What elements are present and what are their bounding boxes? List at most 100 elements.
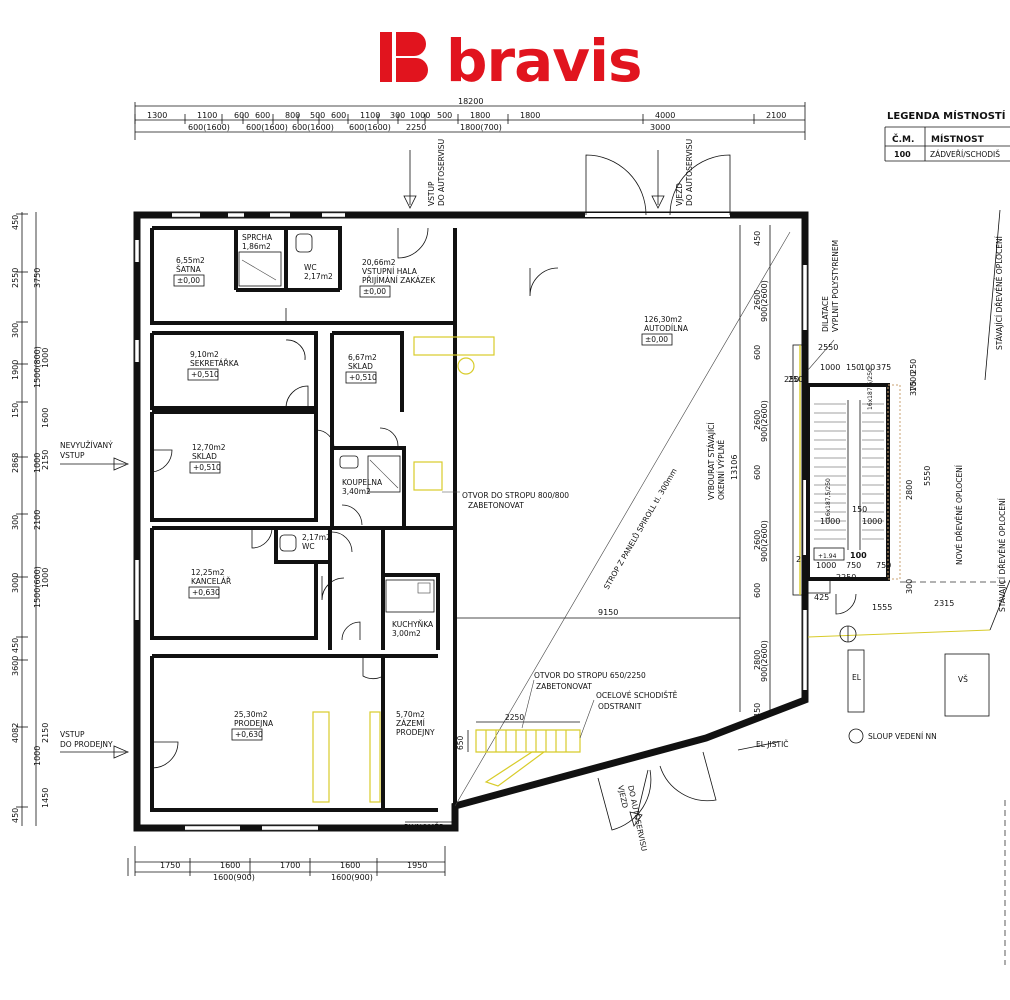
stair-dim-4: 100 [860,363,875,372]
el-box [847,649,865,713]
dim-right-2: 900(2600) [760,280,769,322]
room-area-5: 9,10m2 [190,350,219,359]
dim-bottom-0: 1750 [160,861,180,870]
fence-existing: STÁVAJÍCÍ DŘEVĚNÉ OPLOCENÍ [995,236,1004,350]
kitchen-counter [385,579,435,613]
room-level-box-5 [187,368,219,381]
dim-top-1: 1100 [197,111,217,120]
pole-label: SLOUP VEDENÍ NN [868,732,937,741]
dim-left-3: 1900 [11,360,20,380]
dim-left-inner-9: 2150 [41,723,50,743]
room-area-12: 25,30m2 [234,710,268,719]
dim-right-1: 2600 [753,290,762,310]
room-level-4: ±0,00 [645,335,668,344]
entry-drive-line2: DO AUTOSERVISU [685,139,694,206]
room-level-10: +0,630 [192,588,220,597]
stair-room-no: 100 [850,551,867,560]
legend-col-no: Č.M. [892,133,914,145]
toilet-icon-2 [279,534,297,552]
remove-window-line2: OKENNÍ VÝPLNĚ [717,440,726,500]
stair-dim-3: 150 [846,363,861,372]
room-area-10: 12,25m2 [191,568,225,577]
dim-right-11: 900(2600) [760,640,769,682]
steel-stair-line1: OCELOVÉ SCHODIŠTĚ [596,691,678,700]
bravis-logo: bravis [380,27,642,95]
entry-service-line1: VSTUP [427,181,436,206]
room-name-5: SEKRETÁŘKA [190,359,239,368]
dim-left-inner-6: 2100 [33,510,42,530]
room-level-box-3 [359,285,391,298]
room-name-1: SPRCHA [242,233,273,242]
stair-dim-18: 2250 [836,573,856,582]
dim-top-3: 600 [255,111,270,120]
room-level-box-6 [345,371,377,384]
room-area-4: 126,30m2 [644,315,683,324]
room-name-0: ŠATNA [176,265,202,274]
dim-left-inner-11: 1450 [41,788,50,808]
dim-right-4: 2600 [753,410,762,430]
entry-drive-bottom-line2: DO AUTOSERVISU [626,785,649,852]
opening2-dim2: 650 [456,735,465,750]
stair-level: +1.94 [818,553,837,560]
dim-right-0: 450 [753,231,762,246]
stair-dim-10: 5550 [923,466,932,486]
dim-left-inner-1: 1000 [41,348,50,368]
room-name-2: WC [304,263,317,272]
room-name-6: SKLAD [348,362,373,371]
stair-dim-12: 150 [852,505,867,514]
dim-left-2: 300 [11,323,20,338]
room-name-7: SKLAD [192,452,217,461]
dim-top-4: 800 [285,111,300,120]
entry-unused-line2: VSTUP [60,451,85,460]
dim-right-5: 900(2600) [760,400,769,442]
fence-existing-2: STÁVAJÍCÍ DŘEVĚNÉ OPLOCENÍ [998,498,1007,612]
room-name-13: PRODEJNY [396,728,435,737]
stair-steps-2: 16x187,5/250 [825,478,832,520]
site-elements: STÁVAJÍCÍ DŘEVĚNÉ OPLOCENÍ NOVÉ DŘEVĚNÉ … [807,209,1010,965]
dim-left-8: 450 [11,638,20,653]
stair-dim-13: 1000 [862,517,882,526]
room-name-9: WC [302,542,315,551]
el-breaker-label: EL JISTIČ [756,740,789,749]
room-legend: LEGENDA MÍSTNOSTÍ 1N Č.M. MÍSTNOST 100 Z… [884,109,1010,162]
dim-9150: 9150 [598,608,618,617]
logo-text: bravis [446,27,641,95]
fixtures [238,233,495,803]
dim-left-7: 3000 [11,573,20,593]
room-level-5: +0,510 [191,370,219,379]
dim-right-12: 450 [753,703,762,718]
vs-label: VŠ [958,675,968,684]
dim-left-4: 150 [11,403,20,418]
dim-left-inner-5: 2150 [41,450,50,470]
dim-top-5: 500 [310,111,325,120]
remove-window-line1: VYBOURAT STÁVAJÍCÍ [707,422,716,500]
stair-dim-1: 250 [788,375,803,384]
dim-right-9: 600 [753,583,762,598]
dim-bottom-4: 1950 [407,861,427,870]
legend-title: LEGENDA MÍSTNOSTÍ 1N [887,109,1010,122]
steel-stair [475,729,581,753]
dim-left-11: 450 [11,808,20,823]
dim-right-7: 2600 [753,530,762,550]
fence-new: NOVÉ DŘEVĚNÉ OPLOCENÍ [955,465,964,565]
stair-dim-19: 425 [814,593,829,602]
room-name-8: KOUPELNA [342,478,383,487]
dilatation-line1: DILATACE [821,296,830,332]
entry-drive-line1: VJEZD [675,183,684,206]
dim-top-12: 1800 [520,111,540,120]
dim-bottom-1: 1600 [220,861,240,870]
room-2: WC2,17m2 [304,263,333,281]
room-name-13: ZÁZEMÍ [396,719,425,728]
room-level-box-0 [173,274,205,287]
room-area-0: 6,55m2 [176,256,205,265]
dim-top-11: 1800 [470,111,490,120]
dim-left-inner-10: 1000 [33,746,42,766]
room-level-6: +0,510 [349,373,377,382]
dim-left-9: 3600 [11,656,20,676]
stair-dim-2: 1000 [820,363,840,372]
